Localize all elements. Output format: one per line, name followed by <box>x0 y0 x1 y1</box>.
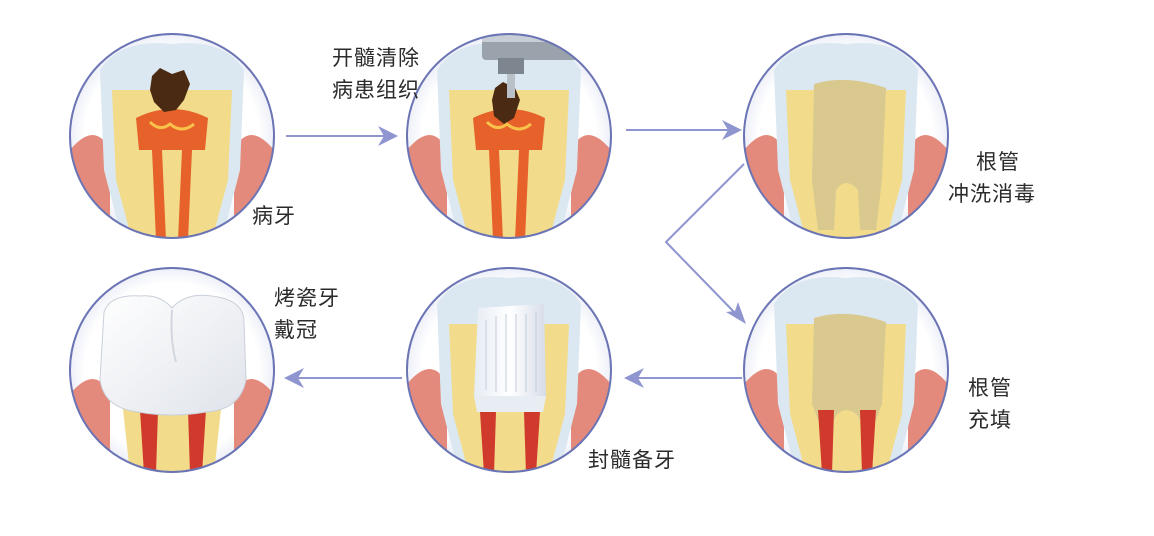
step-canal-fill-tooth <box>743 267 949 473</box>
step-seal-prepare-tooth <box>406 267 612 473</box>
arrow-step1-to-step2 <box>286 126 398 146</box>
label-crown: 烤瓷牙 戴冠 <box>274 286 340 342</box>
label-canal-clean: 根管 冲洗消毒 <box>948 150 1036 206</box>
step-diseased-tooth <box>69 33 275 239</box>
step-canal-clean-tooth <box>743 33 949 239</box>
label-seal-prepare: 封髓备牙 <box>588 448 676 472</box>
arrow-step3-to-step4 <box>664 163 746 324</box>
label-open-clean: 开髓清除 病患组织 <box>332 46 420 102</box>
arrow-step5-to-step6 <box>284 368 402 388</box>
label-canal-fill: 根管 充填 <box>968 376 1012 432</box>
label-diseased-tooth: 病牙 <box>252 204 296 228</box>
step-open-clean-tooth <box>406 33 612 239</box>
arrow-step4-to-step5 <box>624 368 742 388</box>
arrow-step2-to-step3 <box>626 120 742 140</box>
step-crown-tooth <box>69 267 275 473</box>
